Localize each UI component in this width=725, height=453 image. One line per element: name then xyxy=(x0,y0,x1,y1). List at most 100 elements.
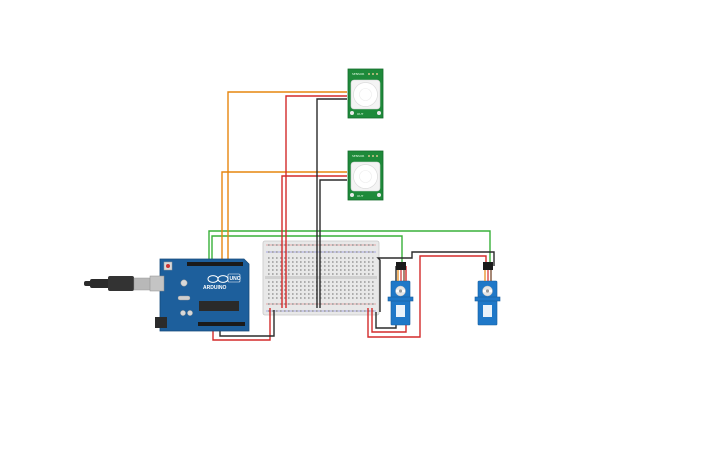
analog-header xyxy=(198,322,245,326)
breadboard-hole xyxy=(324,269,326,271)
breadboard-hole xyxy=(296,273,298,275)
board-model-text: UNO xyxy=(230,276,241,282)
breadboard-hole xyxy=(336,265,338,267)
breadboard-hole xyxy=(348,251,350,253)
breadboard-hole xyxy=(312,251,314,253)
breadboard-hole xyxy=(352,285,354,287)
breadboard-hole xyxy=(280,261,282,263)
breadboard-hole xyxy=(336,297,338,299)
breadboard-hole xyxy=(300,273,302,275)
breadboard-hole xyxy=(332,257,334,259)
breadboard-hole xyxy=(332,289,334,291)
breadboard-hole xyxy=(348,269,350,271)
breadboard[interactable] xyxy=(262,240,380,316)
breadboard-hole xyxy=(328,297,330,299)
breadboard-hole xyxy=(372,297,374,299)
breadboard-hole xyxy=(320,297,322,299)
breadboard-hole xyxy=(372,285,374,287)
breadboard-hole xyxy=(272,251,274,253)
breadboard-hole xyxy=(332,293,334,295)
breadboard-hole xyxy=(360,269,362,271)
breadboard-hole xyxy=(296,289,298,291)
breadboard-hole xyxy=(336,289,338,291)
arduino-uno-board[interactable]: ARDUINO UNO xyxy=(149,258,250,332)
breadboard-hole xyxy=(308,297,310,299)
breadboard-hole xyxy=(364,297,366,299)
wire-orange-pir1 xyxy=(227,91,347,264)
pir-sensor-2[interactable]: SENSOR OUT xyxy=(347,150,384,201)
breadboard-hole xyxy=(304,265,306,267)
breadboard-hole xyxy=(268,293,270,295)
breadboard-hole xyxy=(336,251,338,253)
breadboard-hole xyxy=(352,257,354,259)
breadboard-hole xyxy=(328,293,330,295)
servo-1[interactable] xyxy=(387,262,414,326)
breadboard-hole xyxy=(280,303,282,305)
breadboard-hole xyxy=(300,285,302,287)
breadboard-hole xyxy=(344,265,346,267)
breadboard-hole xyxy=(328,257,330,259)
breadboard-hole xyxy=(320,251,322,253)
breadboard-hole xyxy=(352,265,354,267)
breadboard-hole xyxy=(344,261,346,263)
breadboard-hole xyxy=(328,310,330,312)
breadboard-hole xyxy=(304,293,306,295)
breadboard-hole xyxy=(324,303,326,305)
breadboard-hole xyxy=(344,303,346,305)
breadboard-hole xyxy=(352,261,354,263)
breadboard-hole xyxy=(280,251,282,253)
breadboard-hole xyxy=(344,251,346,253)
breadboard-hole xyxy=(340,265,342,267)
breadboard-hole xyxy=(276,261,278,263)
breadboard-hole xyxy=(344,289,346,291)
breadboard-hole xyxy=(332,244,334,246)
breadboard-hole xyxy=(336,310,338,312)
breadboard-hole xyxy=(360,297,362,299)
breadboard-hole xyxy=(288,297,290,299)
breadboard-hole xyxy=(364,293,366,295)
breadboard-hole xyxy=(340,269,342,271)
breadboard-hole xyxy=(288,310,290,312)
breadboard-hole xyxy=(344,310,346,312)
breadboard-hole xyxy=(272,303,274,305)
breadboard-hole xyxy=(372,244,374,246)
breadboard-hole xyxy=(356,297,358,299)
breadboard-hole xyxy=(340,303,342,305)
reset-icon xyxy=(166,264,170,268)
breadboard-hole xyxy=(276,303,278,305)
breadboard-hole xyxy=(356,281,358,283)
breadboard-hole xyxy=(300,265,302,267)
breadboard-hole xyxy=(352,273,354,275)
breadboard-hole xyxy=(308,261,310,263)
breadboard-hole xyxy=(368,261,370,263)
breadboard-hole xyxy=(372,293,374,295)
breadboard-hole xyxy=(352,251,354,253)
breadboard-hole xyxy=(268,310,270,312)
pir2-dome xyxy=(353,164,378,189)
breadboard-hole xyxy=(292,297,294,299)
pir-sensor-1[interactable]: SENSOR OUT xyxy=(347,68,384,119)
breadboard-hole xyxy=(352,297,354,299)
breadboard-hole xyxy=(296,265,298,267)
breadboard-hole xyxy=(300,251,302,253)
breadboard-hole xyxy=(348,285,350,287)
breadboard-hole xyxy=(364,257,366,259)
breadboard-hole xyxy=(312,303,314,305)
breadboard-hole xyxy=(316,310,318,312)
breadboard-hole xyxy=(356,303,358,305)
breadboard-hole xyxy=(304,261,306,263)
breadboard-hole xyxy=(304,251,306,253)
breadboard-hole xyxy=(344,281,346,283)
breadboard-hole xyxy=(344,269,346,271)
usb-cable[interactable] xyxy=(84,276,152,291)
breadboard-hole xyxy=(268,303,270,305)
breadboard-hole xyxy=(312,297,314,299)
breadboard-hole xyxy=(332,251,334,253)
breadboard-hole xyxy=(320,303,322,305)
breadboard-hole xyxy=(328,281,330,283)
breadboard-hole xyxy=(300,281,302,283)
breadboard-hole xyxy=(348,310,350,312)
breadboard-hole xyxy=(356,285,358,287)
breadboard-hole xyxy=(284,244,286,246)
breadboard-hole xyxy=(320,285,322,287)
